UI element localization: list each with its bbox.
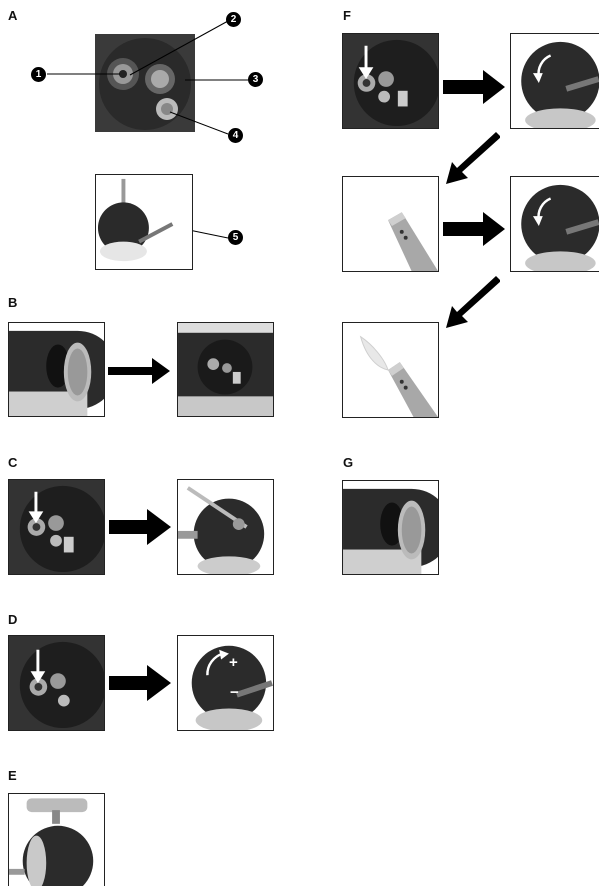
photo-valve-closeup: [95, 34, 195, 132]
photo-f-torch-flame: [342, 322, 439, 418]
callout-5: 5: [228, 230, 243, 245]
callout-3: 3: [248, 72, 263, 87]
photo-f-turn-left-again: [510, 176, 599, 272]
callout-4: 4: [228, 128, 243, 143]
section-label-c: C: [8, 455, 18, 470]
photo-g-close-cap: [342, 480, 439, 575]
photo-e-refill: [8, 793, 105, 886]
arrow-right-d: [109, 665, 171, 701]
section-label-g: G: [343, 455, 354, 470]
section-label-d: D: [8, 612, 18, 627]
section-label-a: A: [8, 8, 18, 23]
callout-2: 2: [226, 12, 241, 27]
arrow-right-c: [109, 509, 171, 545]
plus-sign: +: [229, 654, 238, 671]
section-label-e: E: [8, 768, 17, 783]
section-label-b: B: [8, 295, 18, 310]
photo-lighter-with-tool: [95, 174, 193, 270]
arrow-diagonal-f2: [446, 276, 500, 328]
photo-f-torch-off: [342, 176, 439, 272]
photo-b-coin-cap: [8, 322, 105, 417]
arrow-right-b: [108, 358, 170, 384]
minus-sign: −: [230, 684, 239, 701]
photo-f-turn-left: [510, 33, 599, 129]
arrow-right-f2: [443, 212, 505, 246]
photo-b-open-chamber: [177, 322, 274, 417]
photo-c-screwdriver: [177, 479, 274, 575]
photo-d-valve-arrow: [8, 635, 105, 731]
arrow-right-f1: [443, 70, 505, 104]
photo-d-adjust-flame: [177, 635, 274, 731]
callout-1: 1: [31, 67, 46, 82]
photo-c-valve-arrow: [8, 479, 105, 575]
section-label-f: F: [343, 8, 351, 23]
arrow-diagonal-f1: [446, 132, 500, 184]
photo-f-valve-arrow: [342, 33, 439, 129]
